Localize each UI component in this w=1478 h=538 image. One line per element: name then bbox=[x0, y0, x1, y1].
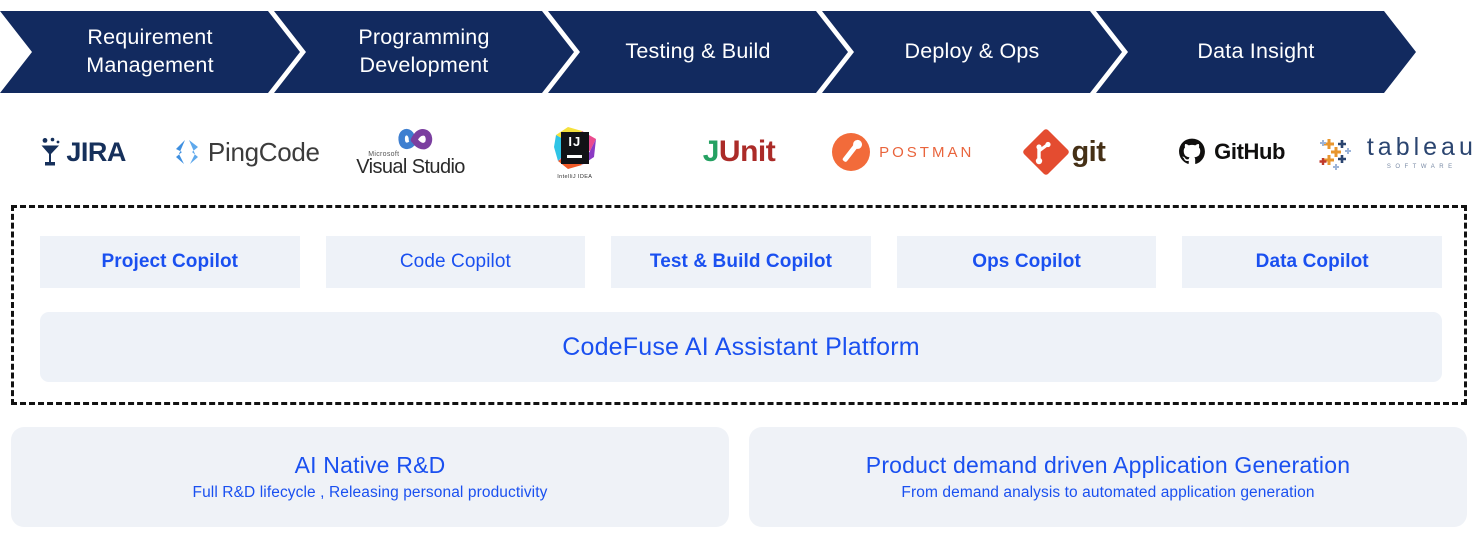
jira-wordmark: JIRA bbox=[66, 136, 126, 167]
logo-cell-git: git bbox=[985, 112, 1149, 192]
stage-label: Requirement Management bbox=[80, 24, 220, 79]
pingcode-logo: PingCode bbox=[173, 137, 320, 168]
git-logo: git bbox=[1022, 127, 1106, 177]
stage-label: Testing & Build bbox=[619, 38, 776, 66]
visual-studio-infinity-icon bbox=[397, 128, 432, 149]
logo-cell-tableau: tableau SOFTWARE bbox=[1314, 112, 1478, 192]
logo-cell-github: GitHub bbox=[1150, 112, 1314, 192]
stage-label-line1: Deploy & Ops bbox=[904, 39, 1040, 64]
postman-logo: POSTMAN bbox=[832, 133, 974, 171]
copilot-data[interactable]: Data Copilot bbox=[1182, 236, 1442, 288]
tool-logo-row: JIRA PingCode Microsoft Visual Studio bbox=[0, 112, 1478, 192]
stage-label-line2: Development bbox=[359, 53, 489, 77]
postman-rocket-glyph bbox=[842, 141, 861, 163]
git-wordmark: git bbox=[1071, 135, 1106, 168]
outcome-card-subtitle: From demand analysis to automated applic… bbox=[901, 484, 1315, 501]
tableau-plus-cluster-icon bbox=[1319, 139, 1351, 170]
pingcode-wordmark: PingCode bbox=[207, 136, 320, 167]
github-octocat-icon bbox=[1179, 138, 1206, 164]
pingcode-chevron-icon bbox=[175, 140, 198, 164]
copilot-project[interactable]: Project Copilot bbox=[40, 236, 300, 288]
stage-chevron-programming-development[interactable]: Programming Development bbox=[274, 11, 574, 93]
visual-studio-vendor: Microsoft bbox=[368, 150, 400, 158]
logo-cell-junit: JUnit bbox=[657, 112, 821, 192]
junit-logo: JUnit bbox=[703, 135, 776, 169]
intellij-square-icon: IJ bbox=[552, 125, 598, 171]
github-logo: GitHub bbox=[1178, 138, 1285, 166]
tableau-subtext: SOFTWARE bbox=[1386, 163, 1457, 170]
intellij-caption: IntelliJ IDEA bbox=[557, 173, 593, 180]
outcome-card-subtitle: Full R&D lifecycle , Releasing personal … bbox=[192, 484, 548, 501]
tableau-wordmark: tableau bbox=[1366, 132, 1477, 161]
copilot-test-build[interactable]: Test & Build Copilot bbox=[611, 236, 871, 288]
stage-label: Programming Development bbox=[352, 24, 495, 79]
outcome-card-ai-native-rd[interactable]: AI Native R&D Full R&D lifecycle , Relea… bbox=[11, 427, 729, 527]
postman-wordmark: POSTMAN bbox=[879, 143, 975, 161]
stage-label: Data Insight bbox=[1191, 38, 1320, 66]
pipeline-stage-banner: Requirement Management Programming Devel… bbox=[0, 11, 1462, 93]
jira-logo: JIRA bbox=[38, 137, 126, 168]
junit-letter-j: J bbox=[702, 135, 720, 168]
outcome-card-application-generation[interactable]: Product demand driven Application Genera… bbox=[749, 427, 1467, 527]
intellij-underline bbox=[567, 154, 583, 158]
copilot-ops[interactable]: Ops Copilot bbox=[896, 236, 1157, 288]
stage-label-line1: Requirement bbox=[87, 25, 213, 50]
stage-label: Deploy & Ops bbox=[898, 38, 1045, 66]
outcome-card-row: AI Native R&D Full R&D lifecycle , Relea… bbox=[11, 427, 1467, 527]
intellij-idea-logo: IJ IntelliJ IDEA bbox=[552, 125, 598, 180]
codefuse-platform-bar[interactable]: CodeFuse AI Assistant Platform bbox=[40, 312, 1442, 382]
stage-label-line1: Data Insight bbox=[1197, 39, 1315, 64]
outcome-card-title: AI Native R&D bbox=[294, 452, 446, 478]
copilot-code[interactable]: Code Copilot bbox=[325, 236, 586, 288]
logo-cell-intellij-idea: IJ IntelliJ IDEA bbox=[493, 112, 657, 192]
intellij-inner-tile: IJ bbox=[560, 131, 589, 164]
visual-studio-wordmark: Visual Studio bbox=[356, 155, 465, 178]
logo-cell-jira: JIRA bbox=[0, 112, 164, 192]
logo-cell-pingcode: PingCode bbox=[164, 112, 328, 192]
logo-cell-visual-studio: Microsoft Visual Studio bbox=[328, 112, 492, 192]
tableau-logo: tableau SOFTWARE bbox=[1315, 131, 1477, 173]
outcome-card-title: Product demand driven Application Genera… bbox=[865, 452, 1351, 478]
stage-label-line1: Programming bbox=[358, 25, 490, 50]
postman-icon bbox=[832, 133, 871, 171]
git-branch-glyph bbox=[1036, 141, 1052, 165]
stage-chevron-deploy-ops[interactable]: Deploy & Ops bbox=[822, 11, 1122, 93]
stage-chevron-requirement-management[interactable]: Requirement Management bbox=[0, 11, 300, 93]
junit-wordmark: Unit bbox=[718, 135, 776, 168]
logo-cell-postman: POSTMAN bbox=[821, 112, 985, 192]
visual-studio-logo: Microsoft Visual Studio bbox=[356, 128, 465, 177]
copilot-button-row: Project Copilot Code Copilot Test & Buil… bbox=[40, 236, 1442, 288]
github-wordmark: GitHub bbox=[1214, 139, 1286, 164]
stage-label-line2: Management bbox=[86, 53, 214, 77]
stage-chevron-data-insight[interactable]: Data Insight bbox=[1096, 11, 1416, 93]
tableau-wordmark-group: tableau SOFTWARE bbox=[1366, 132, 1477, 170]
jira-icon bbox=[41, 137, 60, 166]
git-diamond-icon bbox=[1022, 127, 1071, 177]
stage-chevron-testing-build[interactable]: Testing & Build bbox=[548, 11, 848, 93]
copilot-platform-zone: Project Copilot Code Copilot Test & Buil… bbox=[11, 205, 1467, 405]
stage-label-line1: Testing & Build bbox=[625, 39, 771, 64]
intellij-mark-text: IJ bbox=[568, 133, 582, 149]
